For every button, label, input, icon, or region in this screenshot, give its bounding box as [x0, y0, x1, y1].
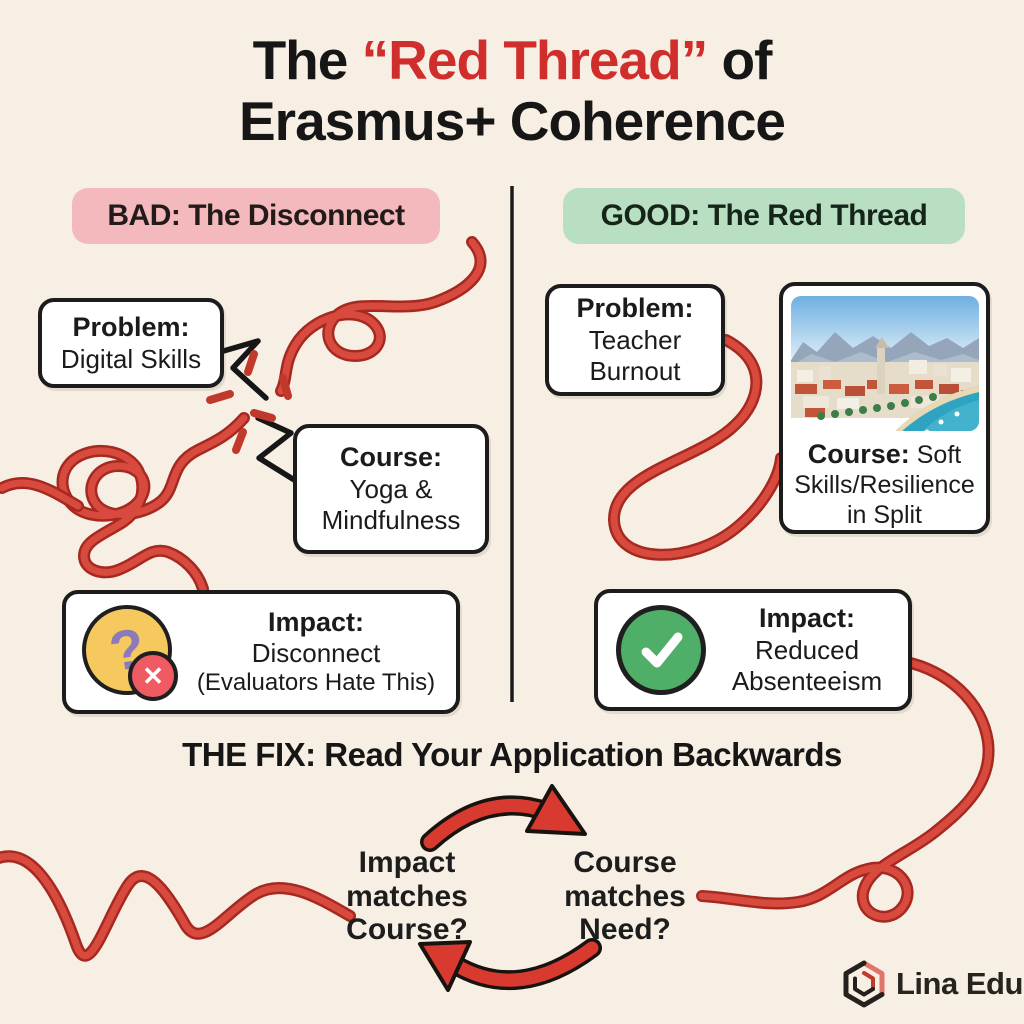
broken-thread-lightning-icon: [217, 338, 299, 484]
cycle-left-line1: Impact: [358, 846, 456, 879]
good-impact-line1: Reduced: [754, 635, 860, 666]
bad-problem-label: Problem:: [72, 311, 190, 342]
good-impact-label: Impact:: [758, 603, 856, 634]
cycle-right-line2: matches: [564, 879, 686, 913]
page-title: The “Red Thread” of Erasmus+ Coherence: [0, 30, 1024, 151]
curved-arrow-right-icon: [420, 784, 587, 852]
bad-problem-value: Digital Skills: [60, 343, 202, 374]
title-accent: “Red Thread”: [361, 29, 709, 91]
good-course-line3: in Split: [846, 500, 923, 529]
cycle-text-right: Course matches Need?: [540, 846, 710, 947]
good-impact-box: Impact: Reduced Absenteeism: [594, 589, 912, 711]
bad-impact-text: Impact: Disconnect (Evaluators Hate This…: [176, 607, 456, 698]
cycle-left-line3: Course?: [346, 913, 468, 947]
good-impact-text: Impact: Reduced Absenteeism: [706, 603, 908, 696]
bad-problem-box: Problem: Digital Skills: [38, 298, 224, 388]
bad-impact-label: Impact:: [267, 606, 365, 637]
brand-logo: Lina Edu: [842, 960, 1023, 1008]
title-line-1: The “Red Thread” of: [252, 29, 773, 91]
bad-course-box: Course: Yoga & Mindfulness: [293, 424, 489, 554]
bad-thread-curl: [275, 236, 487, 397]
good-thread-s-curve: [607, 334, 787, 561]
thread-break-dashes: [206, 350, 292, 454]
title-line-2: Erasmus+ Coherence: [238, 89, 786, 152]
tangled-knot-thread: [0, 412, 250, 595]
bad-impact-line1: Disconnect: [251, 638, 381, 669]
fix-heading: THE FIX: Read Your Application Backwards: [182, 736, 842, 773]
cycle-right-line3: Need?: [579, 913, 671, 947]
split-croatia-photo: [790, 296, 979, 432]
bottom-left-wavy-thread: [0, 850, 356, 962]
bad-course-label: Course:: [339, 442, 442, 473]
cycle-text-left: Impact matches Course?: [322, 846, 492, 947]
good-course-label: Course:: [807, 439, 910, 470]
logo-text: Lina Edu: [896, 966, 1023, 1001]
good-impact-line2: Absenteeism: [731, 665, 883, 696]
good-column-header: GOOD: The Red Thread: [563, 188, 965, 244]
cycle-left-line2: matches: [346, 879, 468, 913]
question-mark-icon: ? ✕: [82, 605, 178, 701]
good-problem-line2: Burnout: [589, 355, 681, 386]
checkmark-icon: [616, 605, 706, 695]
good-course-text: Course: Soft Skills/Resilience in Split: [794, 439, 975, 530]
good-course-box: Course: Soft Skills/Resilience in Split: [779, 282, 990, 534]
bad-course-line1: Yoga &: [349, 474, 433, 505]
good-problem-line1: Teacher: [588, 325, 682, 356]
bad-course-line2: Mindfulness: [321, 504, 461, 535]
hexagon-logo-icon: [843, 960, 885, 1008]
good-course-line2: Skills/Resilience: [794, 471, 975, 499]
bad-impact-box: ? ✕ Impact: Disconnect (Evaluators Hate …: [62, 590, 460, 714]
good-course-rest: Soft: [909, 441, 962, 470]
bad-column-header: BAD: The Disconnect: [72, 188, 440, 244]
cycle-right-line1: Course: [573, 846, 677, 879]
good-problem-box: Problem: Teacher Burnout: [545, 284, 725, 396]
good-thread-bottom-loop: [696, 656, 995, 923]
x-error-badge-icon: ✕: [128, 651, 178, 701]
bad-impact-line2: (Evaluators Hate This): [196, 669, 436, 697]
good-problem-label: Problem:: [576, 293, 694, 324]
curved-arrow-left-icon: [418, 938, 602, 992]
